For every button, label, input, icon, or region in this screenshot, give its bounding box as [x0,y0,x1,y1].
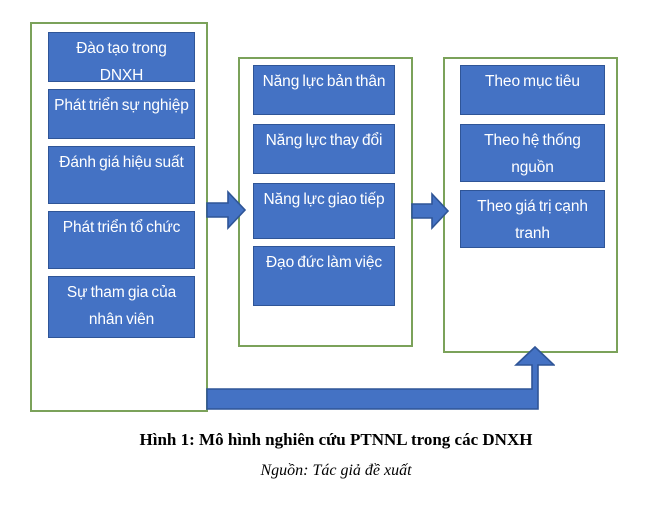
arrow-feedback-loop-icon [206,345,555,410]
process-box-danh-gia-hieu-suat[interactable]: Đánh giá hiệu suất [48,146,195,204]
figure-caption-title: Hình 1: Mô hình nghiên cứu PTNNL trong c… [139,430,533,449]
process-box-nang-luc-ban-than[interactable]: Năng lực bản thân [253,65,395,115]
process-box-su-tham-gia-cua-nhan-vien[interactable]: Sự tham gia của nhân viên [48,276,195,338]
process-box-nang-luc-thay-doi[interactable]: Năng lực thay đổi [253,124,395,174]
arrow-right-icon-group1-to-group2 [206,189,246,231]
process-box-theo-gia-tri-canh-tranh[interactable]: Theo giá trị cạnh tranh [460,190,605,248]
process-box-dao-duc-lam-viec[interactable]: Đạo đức làm việc [253,246,395,306]
process-box-phat-trien-to-chuc[interactable]: Phát triển tổ chức [48,211,195,269]
process-box-theo-muc-tieu[interactable]: Theo mục tiêu [460,65,605,115]
arrow-right-icon-group2-to-group3 [411,191,449,231]
figure-caption-source: Nguồn: Tác giả đề xuất [260,462,412,479]
process-box-dao-tao-trong-dnxh[interactable]: Đào tạo trong DNXH [48,32,195,82]
process-box-nang-luc-giao-tiep[interactable]: Năng lực giao tiếp [253,183,395,239]
group-frame-nang-luc [238,57,413,347]
process-box-theo-he-thong-nguon[interactable]: Theo hệ thống nguồn [460,124,605,182]
process-box-phat-trien-su-nghiep[interactable]: Phát triển sự nghiệp [48,89,195,139]
